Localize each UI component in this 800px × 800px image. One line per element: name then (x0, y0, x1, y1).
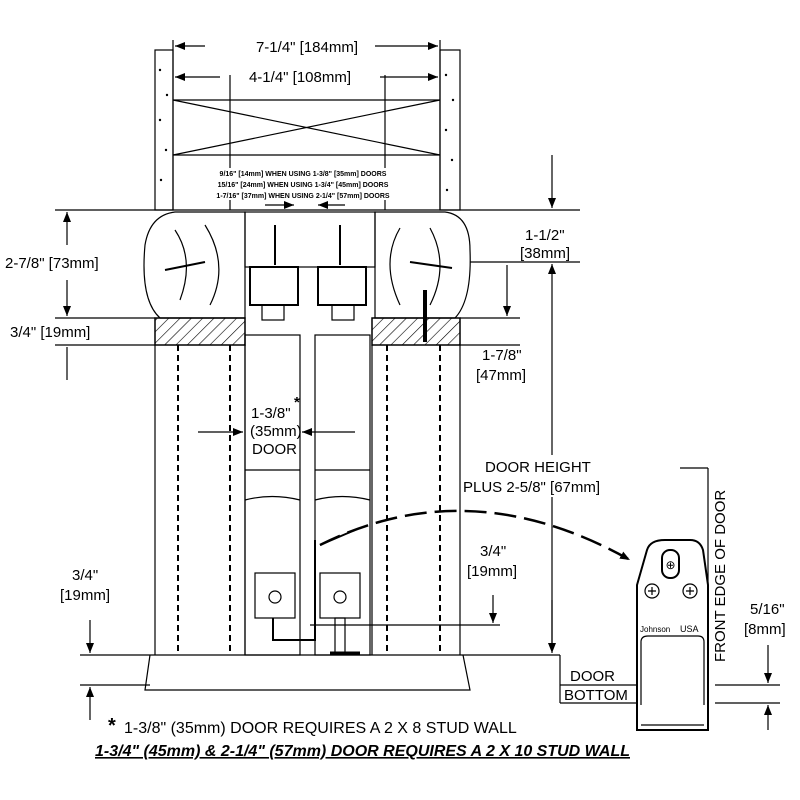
track-clearance-label: 1-7/8" (482, 347, 522, 364)
guide-offset-dimension: 3/4" [19mm] (310, 543, 517, 626)
inner-width-label: 4-1/4" [108mm] (249, 69, 351, 86)
header-gap-label: 1-1/2" (525, 227, 565, 244)
track-height-dimension: 2-7/8" [73mm] (5, 209, 173, 319)
guide-clearance-dimension: 5/16" [8mm] (715, 601, 786, 730)
door-thickness-door: DOOR (252, 441, 297, 458)
screw-icon: ⊕ (665, 558, 675, 572)
track-clearance-dimension: 1-7/8" [47mm] (460, 265, 526, 384)
guide-offset-mm: [19mm] (467, 563, 517, 580)
guide-offset-label: 3/4" (480, 543, 506, 560)
floor-guides (254, 540, 361, 655)
pocket-walls (154, 345, 461, 655)
guide-clearance-label: 5/16" (750, 601, 785, 618)
door-height-label: DOOR HEIGHT (485, 459, 591, 476)
floor-slab (144, 654, 471, 691)
left-fastener (164, 261, 206, 271)
footnote-asterisk: * (108, 715, 116, 737)
asterisk: * (294, 394, 300, 411)
right-head-jamb (371, 317, 461, 346)
right-wood-block (374, 211, 471, 319)
floor-offset-dimension: 3/4" [19mm] (60, 567, 150, 720)
door-height-plus: PLUS 2-5/8" [67mm] (463, 479, 600, 496)
door-thickness-dimension: 1-3/8" * (35mm) DOOR (198, 394, 355, 462)
gap-note: 1-7/16" [37mm] WHEN USING 2-1/4" [57mm] … (216, 193, 389, 200)
header-gap-mm: [38mm] (520, 245, 570, 262)
right-fastener (409, 261, 453, 269)
right-stud (439, 49, 461, 211)
floor-offset-mm: [19mm] (60, 587, 110, 604)
floor-guide-detail: ⊕ Johnson USA FRONT EDGE OF DOOR (636, 467, 729, 731)
door-bottom-marker: DOOR BOTTOM (559, 655, 637, 704)
door-bottom-label2: BOTTOM (564, 687, 628, 704)
left-stud (154, 49, 174, 211)
front-edge-label: FRONT EDGE OF DOOR (712, 490, 729, 662)
guide-clearance-mm: [8mm] (744, 621, 786, 638)
door-thickness-label: 1-3/8" (251, 405, 291, 422)
track-height-label: 2-7/8" [73mm] (5, 255, 99, 272)
jamb-thickness-label: 3/4" [19mm] (10, 324, 90, 341)
doors (244, 334, 371, 656)
jamb-thickness-dimension: 3/4" [19mm] (10, 324, 155, 380)
left-head-jamb (154, 317, 246, 346)
door-height-dimension: DOOR HEIGHT PLUS 2-5/8" [67mm] (463, 455, 650, 653)
track-clearance-mm: [47mm] (476, 367, 526, 384)
callout-leader (319, 529, 356, 546)
overall-width-label: 7-1/4" [184mm] (256, 39, 358, 56)
brand-label: Johnson (640, 625, 670, 634)
header-beam (172, 70, 441, 211)
footnote-1: 1-3/8" (35mm) DOOR REQUIRES A 2 X 8 STUD… (124, 720, 517, 737)
door-thickness-mm: (35mm) (250, 423, 302, 440)
door-bottom-label: DOOR (570, 668, 615, 685)
gap-note: 9/16" [14mm] WHEN USING 1-3/8" [35mm] DO… (220, 171, 387, 178)
inner-width-dimension: 4-1/4" [108mm] (175, 69, 438, 86)
gap-notes: 9/16" [14mm] WHEN USING 1-3/8" [35mm] DO… (180, 168, 430, 209)
footnote-2: 1-3/4" (45mm) & 2-1/4" (57mm) DOOR REQUI… (95, 743, 630, 760)
gap-note: 15/16" [24mm] WHEN USING 1-3/4" [45mm] D… (218, 182, 389, 189)
detail-callout-arrow (319, 509, 631, 562)
country-label: USA (680, 624, 699, 634)
overall-width-dimension: 7-1/4" [184mm] (172, 39, 441, 70)
floor-offset-label: 3/4" (72, 567, 98, 584)
